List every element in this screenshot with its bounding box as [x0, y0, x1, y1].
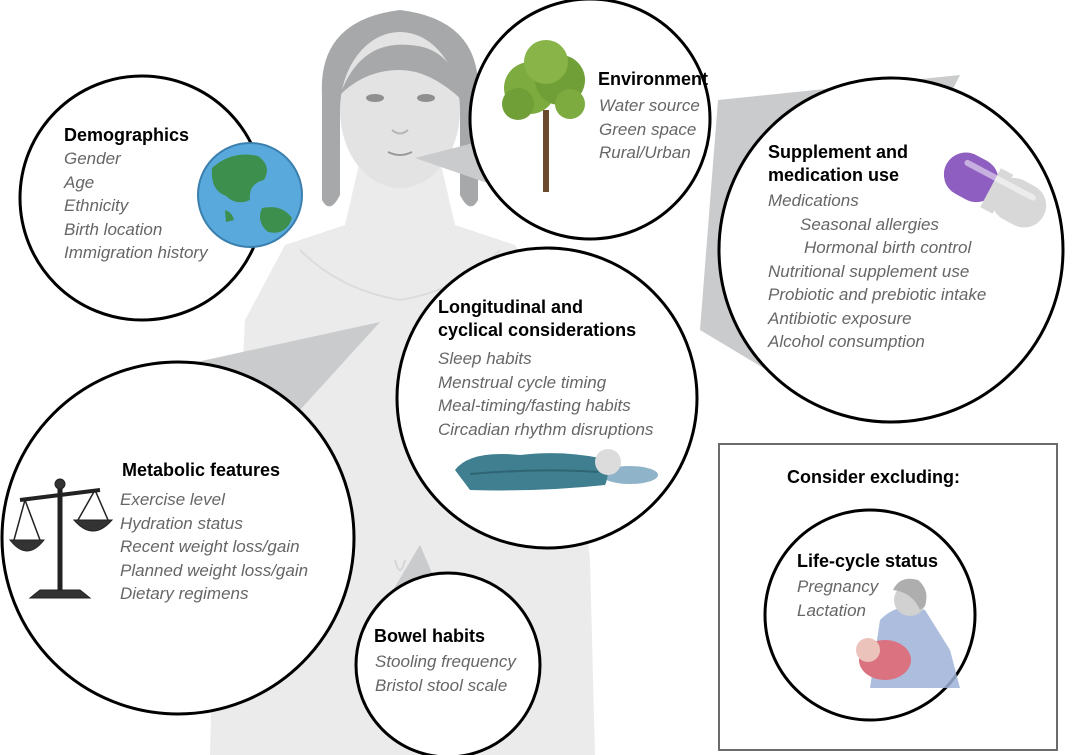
list-item: Lactation: [797, 600, 866, 620]
list-item: Antibiotic exposure: [768, 308, 912, 328]
list-item: Nutritional supplement use: [768, 261, 970, 281]
list-item: Recent weight loss/gain: [120, 537, 300, 556]
environment-list: Water source Green space Rural/Urban: [599, 94, 700, 165]
list-item: Gender: [64, 149, 121, 168]
list-item: Bristol stool scale: [375, 675, 508, 695]
life-cycle-title: Life-cycle status: [797, 551, 939, 571]
list-item: Immigration history: [64, 243, 208, 262]
metabolic-title: Metabolic features: [122, 460, 281, 480]
supplement-title: Supplement and medication use: [768, 142, 909, 185]
list-item: Probiotic and prebiotic intake: [768, 285, 987, 304]
demographics-list: Gender Age Ethnicity Birth location Immi…: [64, 147, 208, 265]
exclusion-heading: Consider excluding:: [787, 467, 961, 487]
list-item: Stooling frequency: [375, 652, 516, 671]
list-item: Hormonal birth control: [804, 238, 972, 257]
sleeping-figure-icon: [455, 449, 658, 491]
list-item: Birth location: [64, 219, 163, 239]
demographics-title: Demographics: [64, 125, 190, 145]
list-item: Medications: [768, 191, 859, 210]
list-item: Green space: [599, 119, 697, 139]
list-item: Hydration status: [120, 513, 243, 533]
list-item: Pregnancy: [797, 577, 879, 596]
balance-scale-icon: [8, 478, 114, 599]
metabolic-circle: [0, 360, 356, 716]
longitudinal-list: Sleep habits Menstrual cycle timing Meal…: [438, 347, 653, 441]
bowel-list: Stooling frequency Bristol stool scale: [375, 650, 516, 697]
tree-icon: [502, 40, 585, 192]
list-item: Exercise level: [120, 490, 225, 509]
list-item: Meal-timing/fasting habits: [438, 396, 631, 415]
bowel-circle: [354, 571, 542, 755]
longitudinal-title: Longitudinal and cyclical considerations: [438, 297, 637, 340]
bowel-title: Bowel habits: [374, 626, 486, 646]
environment-title: Environment: [598, 69, 709, 89]
list-item: Seasonal allergies: [800, 214, 939, 234]
list-item: Ethnicity: [64, 196, 129, 215]
mother-infant-icon: [856, 578, 960, 688]
list-item: Planned weight loss/gain: [120, 560, 309, 580]
list-item: Water source: [599, 96, 700, 115]
list-item: Circadian rhythm disruptions: [438, 419, 654, 439]
list-item: Rural/Urban: [599, 143, 691, 162]
pill-icon: [943, 152, 1047, 228]
globe-icon: [197, 142, 303, 248]
list-item: Sleep habits: [438, 349, 532, 368]
supplement-list: Medications Seasonal allergies Hormonal …: [768, 189, 986, 354]
list-item: Dietary regimens: [120, 584, 249, 603]
metabolic-list: Exercise level Hydration status Recent w…: [120, 488, 308, 606]
list-item: Alcohol consumption: [768, 332, 925, 351]
list-item: Menstrual cycle timing: [438, 372, 607, 392]
list-item: Age: [64, 172, 95, 192]
life-cycle-list: Pregnancy Lactation: [797, 575, 878, 622]
